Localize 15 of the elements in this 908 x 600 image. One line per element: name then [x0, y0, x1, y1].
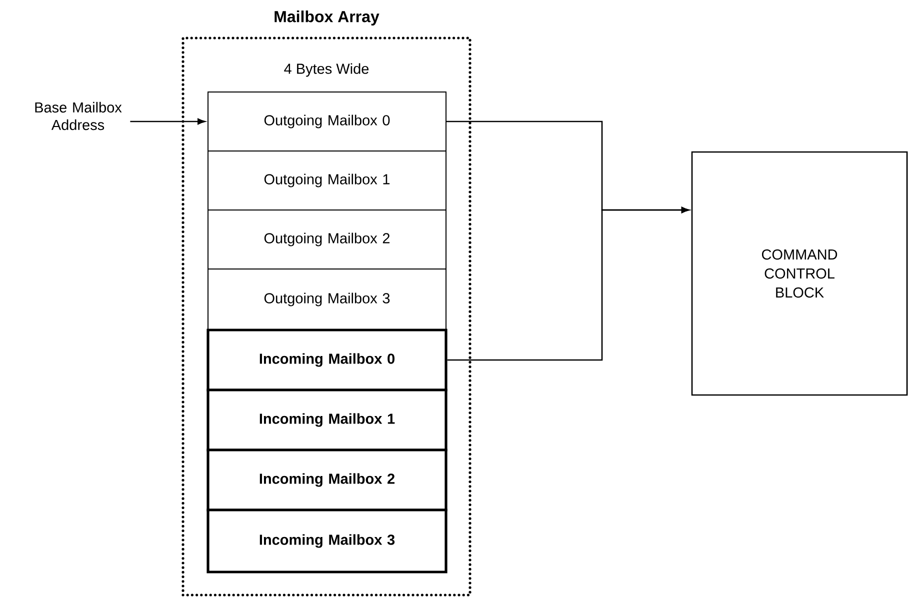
mailbox-cell: Incoming Mailbox 3 — [206, 508, 448, 574]
mailbox-cell: Outgoing Mailbox 1 — [208, 150, 446, 210]
dotted-frame — [182, 10, 472, 596]
mailbox-cell: Incoming Mailbox 0 — [206, 328, 448, 392]
control-block: COMMAND CONTROL BLOCK — [691, 151, 908, 396]
width-note: 4 Bytes Wide — [284, 63, 369, 77]
arrow — [130, 118, 206, 125]
arrow — [447, 206, 690, 361]
mailbox-cell: Incoming Mailbox 1 — [206, 388, 448, 452]
mailbox-cell: Outgoing Mailbox 2 — [208, 210, 446, 270]
group-title: Mailbox Array — [274, 10, 380, 26]
mailbox-cell: Outgoing Mailbox 3 — [208, 268, 446, 330]
mailbox-cell: Incoming Mailbox 2 — [206, 448, 448, 512]
address-label: Base Mailbox Address — [35, 102, 122, 130]
mailbox-cell: Outgoing Mailbox 0 — [208, 92, 446, 152]
